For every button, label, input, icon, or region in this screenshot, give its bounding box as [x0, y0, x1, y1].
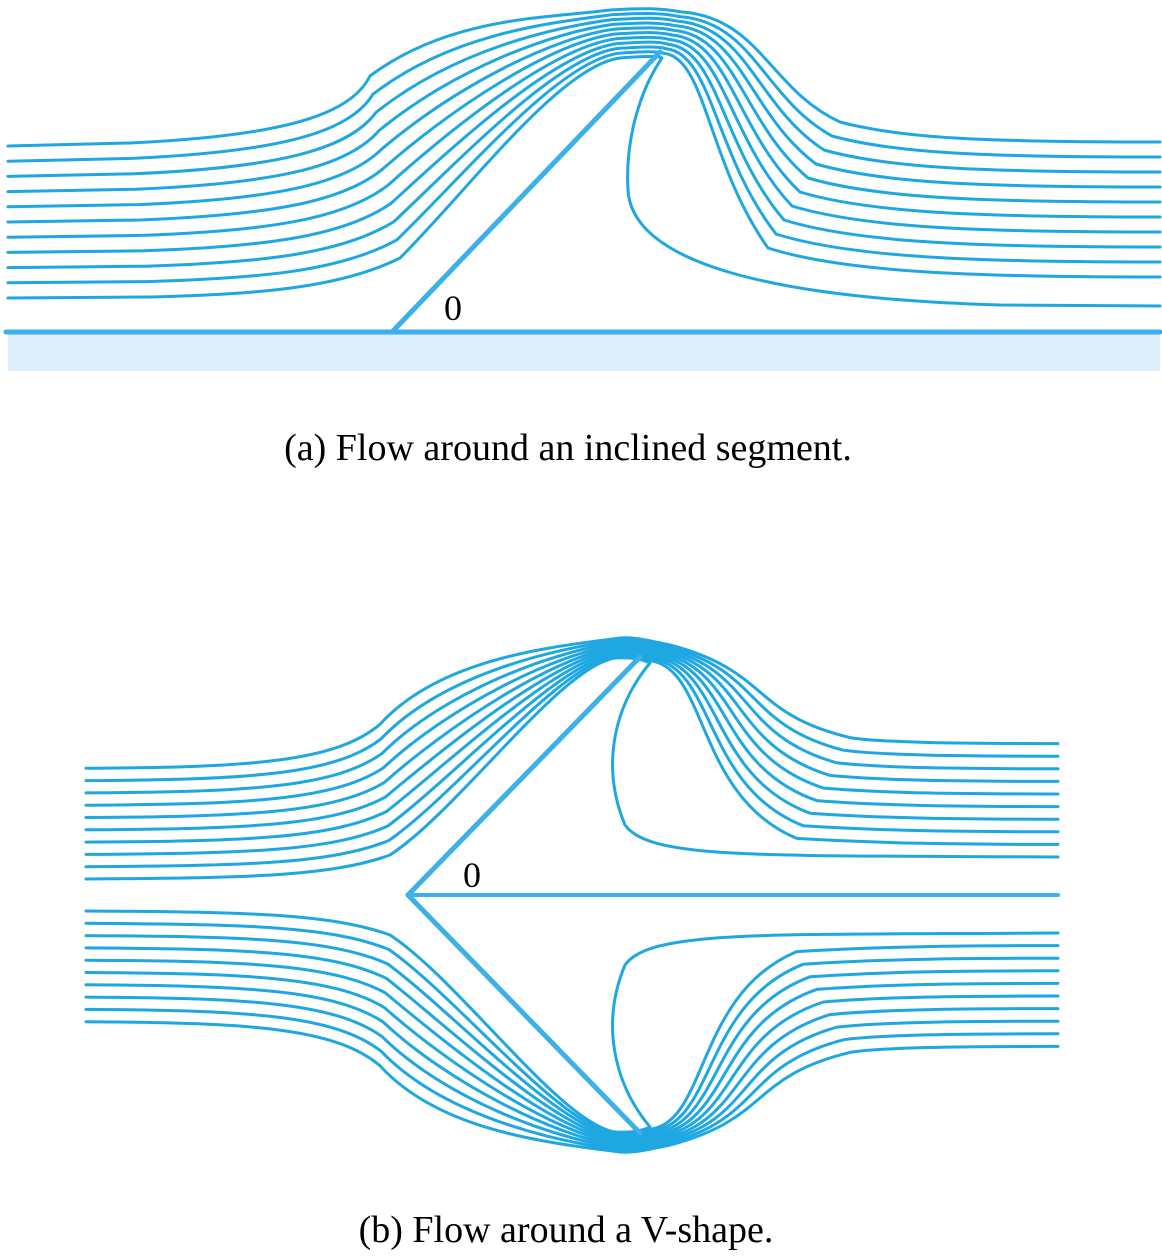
inclined-segment [389, 49, 663, 335]
streamline-lower [84, 1020, 1060, 1154]
caption-a: (a) Flow around an inclined segment. [284, 427, 852, 469]
streamline-upper [84, 654, 1060, 869]
caption-b: (b) Flow around a V-shape. [359, 1209, 774, 1251]
panel-a-inclined-segment: 0 (a) Flow around an inclined segment. [3, 7, 1162, 469]
v-lower-arm [405, 892, 643, 1136]
streamline-upper [84, 647, 1060, 832]
streamline-upper [84, 638, 1060, 783]
streamline [6, 7, 1162, 148]
streamline-lower [84, 1007, 1060, 1152]
streamline-lower [84, 921, 1060, 1136]
v-upper-arm [405, 654, 643, 898]
streamline-lower [84, 971, 1060, 1145]
streamline-lower [84, 958, 1060, 1143]
streamline-upper [84, 636, 1060, 770]
wall-surface [8, 333, 1160, 371]
streamline [6, 21, 1162, 194]
streamline [6, 55, 1162, 308]
streamline-lower [84, 983, 1060, 1148]
streamline-lower [84, 946, 1060, 1141]
streamline [6, 45, 1162, 270]
streamline [6, 50, 1162, 285]
streamline-lower [84, 995, 1060, 1150]
origin-label-b: 0 [463, 855, 481, 895]
streamline-upper [84, 640, 1060, 795]
streamline [6, 31, 1162, 224]
streamline [6, 11, 1162, 163]
streamline [6, 35, 1162, 239]
panel-b-v-shape: 0 (b) Flow around a V-shape. [84, 636, 1060, 1251]
streamline-lower [84, 934, 1060, 1139]
origin-label-a: 0 [444, 288, 462, 328]
streamline-upper [84, 645, 1060, 819]
streamline-upper [84, 651, 1060, 856]
streamline [6, 16, 1162, 178]
streamline-upper [84, 642, 1060, 807]
streamline [6, 40, 1162, 254]
streamline-upper [84, 649, 1060, 844]
panel-a-streamlines [6, 7, 1162, 308]
streamline [6, 26, 1162, 209]
